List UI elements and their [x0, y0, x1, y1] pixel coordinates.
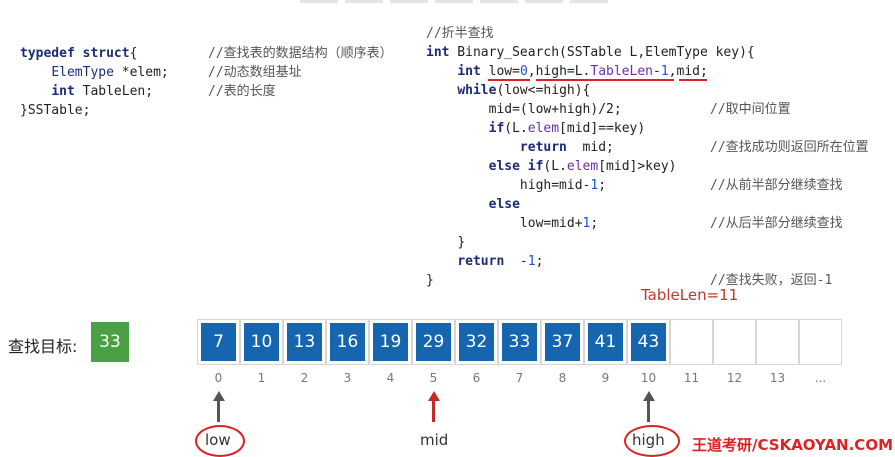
array-cell-value: 37 [545, 323, 580, 361]
array-cell-value: 16 [330, 323, 365, 361]
top-bar-fragment [570, 0, 608, 3]
array-cell-value: 33 [502, 323, 537, 361]
array-index: 7 [515, 371, 524, 385]
binary-search-comments: //取中间位置 //查找成功则返回所在位置 //从前半部分继续查找 //从后半部… [710, 102, 869, 288]
target-label: 查找目标: [8, 337, 78, 356]
underline-mid [679, 79, 707, 81]
array-index: 10 [640, 371, 657, 385]
array-cell-value: 7 [201, 323, 236, 361]
low-label: low [205, 431, 231, 449]
mid-arrow-shaft [432, 400, 435, 422]
top-bar-fragment [345, 0, 383, 3]
array-cell [713, 319, 756, 365]
array-index: 8 [558, 371, 567, 385]
low-arrow-head [213, 391, 225, 401]
struct-comments: //查找表的数据结构（顺序表） //动态数组基址 //表的长度 [208, 46, 393, 99]
array-index: ... [814, 371, 827, 385]
struct-code-block: typedef struct{ ElemType *elem; int Tabl… [20, 46, 169, 118]
high-arrow-head [643, 391, 655, 401]
array-cell: 37 [541, 319, 584, 365]
array-cell-value: 19 [373, 323, 408, 361]
array-cell: 7 [197, 319, 240, 365]
array-index: 4 [386, 371, 395, 385]
tablelen-label: TableLen=11 [641, 286, 739, 304]
high-label: high [632, 431, 665, 449]
array-index: 3 [343, 371, 352, 385]
array-cell [799, 319, 842, 365]
array-cell-value: 41 [588, 323, 623, 361]
array-cell: 33 [498, 319, 541, 365]
array-cell: 41 [584, 319, 627, 365]
top-bar-fragment [435, 0, 473, 3]
array-cell-value: 43 [631, 323, 666, 361]
array-cell: 13 [283, 319, 326, 365]
high-arrow-shaft [647, 400, 650, 422]
mid-arrow-head [428, 391, 440, 401]
underline-high [536, 79, 674, 81]
top-bar-fragment [525, 0, 563, 3]
binary-search-code-block: //折半查找 int Binary_Search(SSTable L,ElemT… [426, 26, 755, 288]
mid-label: mid [420, 431, 449, 449]
array-cell-value: 13 [287, 323, 322, 361]
array-index: 12 [726, 371, 743, 385]
array-index: 9 [601, 371, 610, 385]
array-cell-value: 32 [459, 323, 494, 361]
array-index: 13 [769, 371, 786, 385]
array-index: 6 [472, 371, 481, 385]
array-cell: 16 [326, 319, 369, 365]
array-index: 11 [683, 371, 700, 385]
watermark: 王道考研/CSKAOYAN.COM [692, 436, 893, 454]
top-bar-fragment [390, 0, 428, 3]
top-bar-fragment [300, 0, 338, 3]
array-cell-value: 10 [244, 323, 279, 361]
underline-low [488, 79, 530, 81]
array-cell: 43 [627, 319, 670, 365]
array-cell-value: 29 [416, 323, 451, 361]
top-bar-fragment [480, 0, 518, 3]
array-index: 2 [300, 371, 309, 385]
array-index: 0 [214, 371, 223, 385]
array-index: 1 [257, 371, 266, 385]
array-cell: 29 [412, 319, 455, 365]
low-arrow-shaft [217, 400, 220, 422]
target-value-box: 33 [91, 322, 129, 362]
array-index: 5 [429, 371, 438, 385]
array-cell: 10 [240, 319, 283, 365]
array-cell [756, 319, 799, 365]
array-cell [670, 319, 713, 365]
array-cell: 32 [455, 319, 498, 365]
array-cell: 19 [369, 319, 412, 365]
